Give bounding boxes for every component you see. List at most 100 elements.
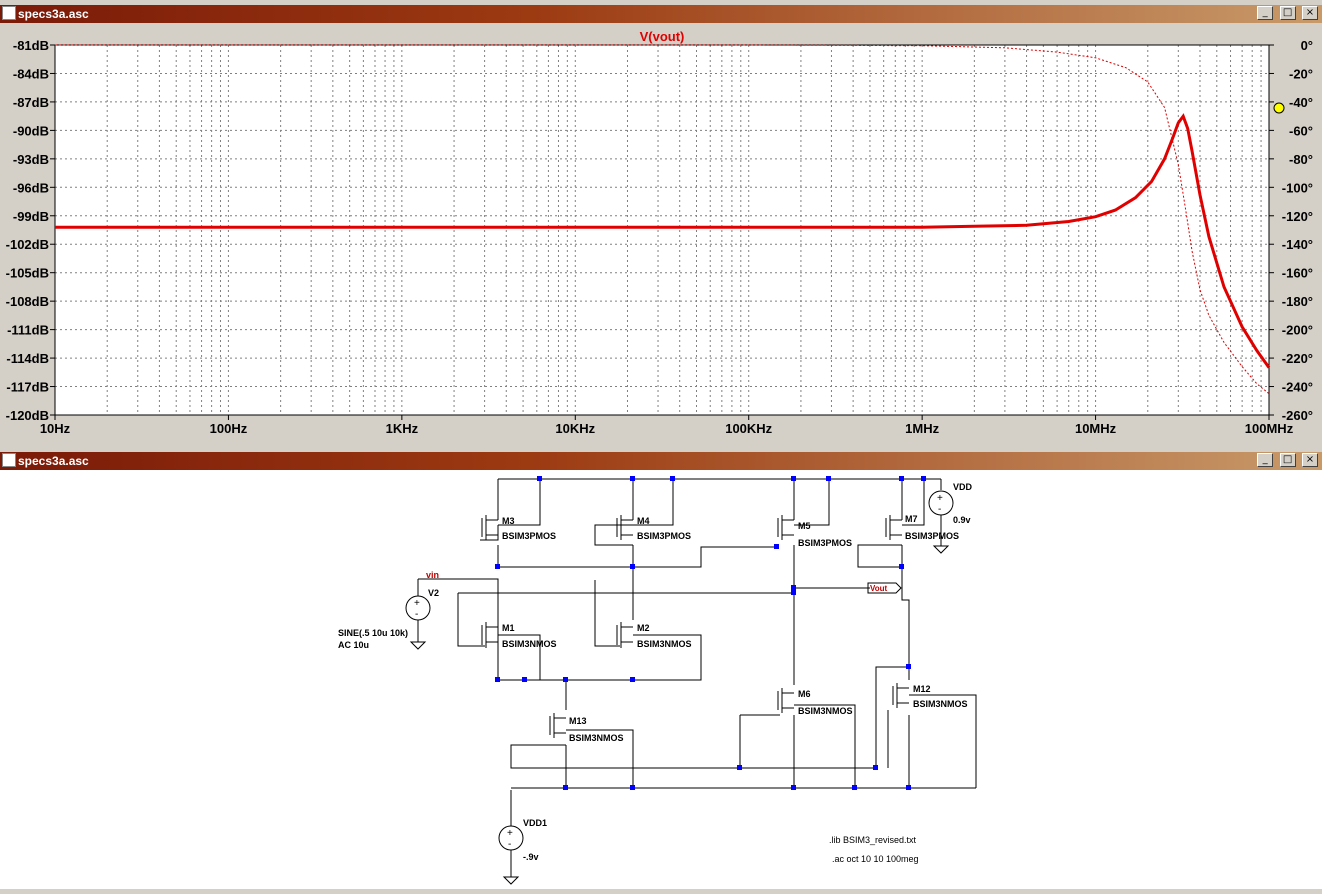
mosfet-m12[interactable]	[892, 683, 909, 708]
vout-net-label: Vout	[870, 584, 888, 593]
ground-symbol	[932, 545, 950, 554]
y-tick-label: -105dB	[6, 266, 49, 281]
y2-tick-label: -80°	[1289, 152, 1313, 167]
bode-plot[interactable]: -81dB-84dB-87dB-90dB-93dB-96dB-99dB-102d…	[0, 25, 1322, 443]
plot-area[interactable]	[55, 45, 1269, 415]
y-tick-label: -87dB	[13, 95, 49, 110]
y2-tick-label: -120°	[1282, 209, 1313, 224]
minimize-button[interactable]: _	[1257, 6, 1274, 20]
m2-label: M2	[637, 623, 650, 633]
plot-window: specs3a.asc _ □ × -81dB-84dB-87dB-90dB-9…	[0, 5, 1322, 443]
y2-tick-label: -200°	[1282, 323, 1313, 338]
y2-tick-label: 0°	[1301, 38, 1313, 53]
voltage-source-vdd[interactable]: + -	[928, 479, 954, 546]
lib-directive[interactable]: .lib BSIM3_revised.txt	[829, 835, 917, 845]
mosfet-m3[interactable]	[481, 515, 498, 540]
mosfet-m13[interactable]	[549, 713, 566, 738]
y2-tick-label: -40°	[1289, 95, 1313, 110]
schematic-icon	[2, 453, 16, 467]
x-tick-label: 100MHz	[1245, 421, 1294, 436]
plot-window-titlebar[interactable]: specs3a.asc _ □ ×	[0, 5, 1322, 23]
y2-tick-label: -220°	[1282, 351, 1313, 366]
maximize-button[interactable]: □	[1279, 6, 1296, 20]
trace-label[interactable]: V(vout)	[640, 29, 685, 44]
x-tick-label: 1KHz	[386, 421, 419, 436]
m5-model: BSIM3PMOS	[798, 538, 852, 548]
y2-tick-label: -180°	[1282, 294, 1313, 309]
y-tick-label: -114dB	[6, 351, 49, 366]
m2-model: BSIM3NMOS	[637, 639, 692, 649]
cursor-icon[interactable]	[1273, 102, 1285, 114]
m3-model: BSIM3PMOS	[502, 531, 556, 541]
svg-text:+: +	[937, 493, 943, 504]
svg-text:-: -	[508, 839, 511, 850]
y2-tick-label: -140°	[1282, 237, 1313, 252]
m6-label: M6	[798, 689, 811, 699]
cursor-icon-marker[interactable]	[1273, 102, 1285, 114]
y-tick-label: -99dB	[13, 209, 49, 224]
m7-model: BSIM3PMOS	[905, 531, 959, 541]
mosfet-m7[interactable]	[885, 515, 902, 540]
y-tick-label: -93dB	[13, 152, 49, 167]
y-tick-label: -81dB	[13, 38, 49, 53]
x-tick-label: 10KHz	[555, 421, 595, 436]
m12-model: BSIM3NMOS	[913, 699, 968, 709]
svg-text:-: -	[415, 609, 418, 620]
mosfet-m5[interactable]	[777, 515, 794, 540]
voltage-source-v2[interactable]: + -	[405, 579, 431, 642]
mosfet-m4[interactable]	[616, 515, 633, 540]
m3-label: M3	[502, 516, 515, 526]
y2-tick-label: -260°	[1282, 408, 1313, 423]
m1-model: BSIM3NMOS	[502, 639, 557, 649]
y-tick-label: -111dB	[7, 323, 49, 338]
v2-name: V2	[428, 588, 439, 598]
y-tick-label: -108dB	[6, 294, 49, 309]
m5-label: M5	[798, 521, 811, 531]
y-tick-label: -90dB	[13, 123, 49, 138]
v2-value-ac: AC 10u	[338, 640, 369, 650]
v2-value-sine: SINE(.5 10u 10k)	[338, 628, 408, 638]
vin-net-label: vin	[426, 570, 439, 580]
m4-label: M4	[637, 516, 650, 526]
m13-label: M13	[569, 716, 587, 726]
y2-tick-label: -60°	[1289, 123, 1313, 138]
x-tick-label: 100Hz	[210, 421, 248, 436]
vdd1-value: -.9v	[523, 852, 539, 862]
m1-label: M1	[502, 623, 515, 633]
svg-text:-: -	[938, 504, 941, 515]
waveform-icon	[2, 6, 16, 20]
vdd-value: 0.9v	[953, 515, 971, 525]
schematic-drawing[interactable]: + - + - + -	[0, 470, 1322, 889]
mosfet-m6[interactable]	[777, 688, 794, 713]
ac-directive[interactable]: .ac oct 10 10 100meg	[832, 854, 919, 864]
svg-text:+: +	[414, 598, 420, 609]
plot-pane[interactable]: -81dB-84dB-87dB-90dB-93dB-96dB-99dB-102d…	[0, 25, 1322, 443]
maximize-button[interactable]: □	[1279, 453, 1296, 467]
schematic-window-titlebar[interactable]: specs3a.asc _ □ ×	[0, 452, 1322, 470]
y-tick-label: -102dB	[6, 237, 49, 252]
y-tick-label: -117dB	[6, 380, 49, 395]
schematic-window-title: specs3a.asc	[18, 454, 89, 468]
m12-label: M12	[913, 684, 931, 694]
y2-tick-label: -240°	[1282, 380, 1313, 395]
y2-tick-label: -20°	[1289, 66, 1313, 81]
x-tick-label: 100KHz	[725, 421, 772, 436]
m13-model: BSIM3NMOS	[569, 733, 624, 743]
x-tick-label: 10Hz	[40, 421, 71, 436]
close-button[interactable]: ×	[1302, 453, 1318, 467]
voltage-source-vdd1[interactable]: + -	[498, 790, 524, 877]
schematic-canvas[interactable]: + - + - + -	[0, 470, 1322, 889]
magnitude-trace[interactable]	[55, 113, 1271, 369]
mosfet-m2[interactable]	[616, 622, 633, 648]
y-tick-label: -120dB	[6, 408, 49, 423]
mosfet-m1[interactable]	[481, 622, 498, 648]
plot-frame	[54, 44, 1270, 416]
y2-tick-label: -100°	[1282, 180, 1313, 195]
schematic-window: specs3a.asc _ □ × + - + -	[0, 452, 1322, 891]
junction-dots	[495, 476, 926, 790]
vout-port-flag[interactable]	[867, 582, 902, 594]
vdd1-name: VDD1	[523, 818, 547, 828]
minimize-button[interactable]: _	[1257, 453, 1274, 467]
m4-model: BSIM3PMOS	[637, 531, 691, 541]
close-button[interactable]: ×	[1302, 6, 1318, 20]
